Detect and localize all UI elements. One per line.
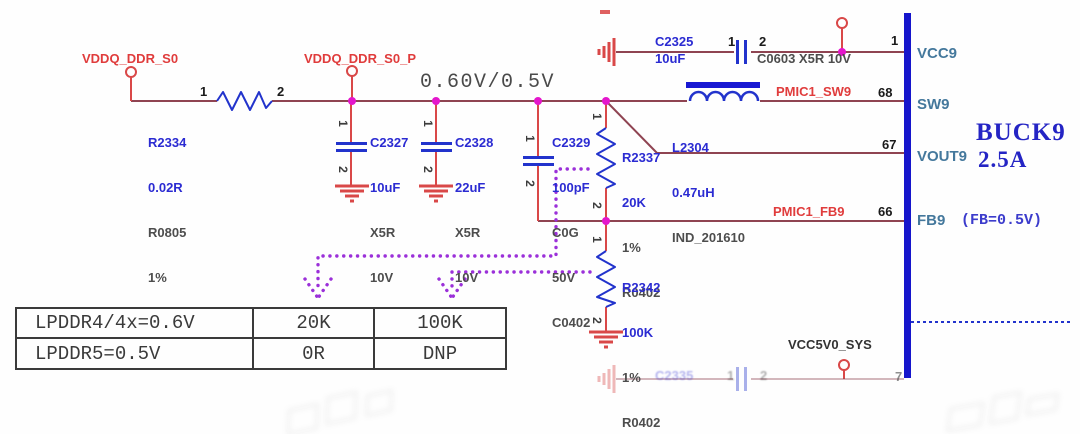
r2337-footprint: R0402 [622,285,661,300]
c2328-dielectric: X5R [455,225,481,240]
r2337-pad1: 1 [589,113,604,120]
ic-pin-number-fb9: 66 [878,204,893,219]
r2337-ref: R2337 [622,150,661,165]
c2329-footprint: C0402 [552,315,591,330]
c2329-value: 100pF [552,180,590,195]
wire [131,51,904,222]
ic-pin-number-vcc9: 1 [891,33,899,48]
net-label-vddq-ddr-s0-p: VDDQ_DDR_S0_P [304,51,416,66]
table-cell-lpddr4: LPDDR4/4x=0.6V [17,309,254,339]
faded-cap-pin2: 2 [760,368,768,383]
c2327-pad1: 1 [335,120,350,127]
ic-pin-name-vcc9: VCC9 [917,45,958,62]
resistor-symbol [216,91,616,308]
net-label-pmic1-sw9: PMIC1_SW9 [776,84,852,99]
c2327-value: 10uF [370,180,401,195]
capacitor-symbol [336,40,747,166]
table-cell-r2337-lpddr4: 20K [254,309,375,339]
buck-name: BUCK9 [976,119,1066,146]
r2342-labels: R2342 100K 1% R0402 [622,250,660,434]
fb-voltage-note: (FB=0.5V) [961,212,1043,229]
net-label-vcc5v0-sys: VCC5V0_SYS [788,337,872,352]
r2334-ref: R2334 [148,135,187,150]
r2342-ref: R2342 [622,280,661,295]
ic-body-bar [904,13,911,378]
table-cell-r2337-lpddr5: 0R [254,339,375,368]
c2329-pad2: 2 [522,180,537,187]
c2329-dielectric: C0G [552,225,579,240]
faded-cap-ref: C2335 [655,368,694,383]
ic-pin-name-fb9: FB9 [917,212,946,229]
r2342-pad2: 2 [589,317,604,324]
inductor-symbol [686,82,760,102]
l2304-value: 0.47uH [672,185,715,200]
table-cell-r2342-lpddr5: DNP [422,342,458,365]
faded-cap-pin1: 1 [727,368,735,383]
c2325-spec: C0603 X5R 10V [757,51,851,66]
r2334-pin2: 2 [277,84,285,99]
r2337-pad2: 2 [589,202,604,209]
c2327-ref: C2327 [370,135,409,150]
r2337-tolerance: 1% [622,240,641,255]
r2334-labels: R2334 0.02R R0805 1% [148,105,186,315]
c2329-voltage: 50V [552,270,576,285]
c2325-pin1: 1 [728,34,736,49]
component-lead [130,28,845,379]
c2328-ref: C2328 [455,135,494,150]
table-cell-r2342-lpddr4: 100K [375,309,505,339]
c2327-pad2: 2 [335,166,350,173]
l2304-ref: L2304 [672,140,709,155]
r2334-tolerance: 1% [148,270,167,285]
net-label-pmic1-fb9: PMIC1_FB9 [773,204,845,219]
voltage-note: 0.60V/0.5V [420,71,556,94]
r2337-labels: R2337 20K 1% R0402 [622,120,660,330]
ground-symbol [335,38,623,349]
r2334-pin1: 1 [200,84,208,99]
c2328-voltage: 10V [455,270,479,285]
r2334-value: 0.02R [148,180,183,195]
ic-pin-number-sw9: 68 [878,85,893,100]
c2329-labels: C2329 100pF C0G 50V C0402 [552,105,590,360]
c2325-value: 10uF [655,51,686,66]
c2328-pad2: 2 [420,166,435,173]
buck-rating: 2.5A [978,147,1028,172]
l2304-footprint: IND_201610 [672,230,745,245]
r2334-footprint: R0805 [148,225,187,240]
table-cell-lpddr5: LPDDR5=0.5V [17,339,254,368]
annotation-arrows [303,167,592,300]
ic-pin-number-vout9: 67 [882,137,897,152]
r2342-value: 100K [622,325,654,340]
junction-dot [348,48,846,225]
ic-pin-name-sw9: SW9 [917,96,950,113]
r2342-pad1: 1 [589,236,604,243]
c2329-ref: C2329 [552,135,591,150]
c2327-dielectric: X5R [370,225,396,240]
faded-next-circuit [597,365,904,393]
c2327-voltage: 10V [370,270,394,285]
c2329-pad1: 1 [522,135,537,142]
r2342-footprint: R0402 [622,415,661,430]
c2328-pad1: 1 [420,120,435,127]
l2304-labels: L2304 0.47uH IND_201610 [672,110,745,275]
r2337-value: 20K [622,195,646,210]
c2325-pin2: 2 [759,34,767,49]
c2328-value: 22uF [455,180,486,195]
ic-pin-number-7: 7 [895,369,903,384]
cutoff-mark [600,10,610,14]
config-table: LPDDR4/4x=0.6V 20K 100K LPDDR5=0.5V 0R D… [15,307,507,370]
c2325-ref: C2325 [655,34,694,49]
net-terminal [125,17,850,371]
ic-pin-name-vout9: VOUT9 [917,148,968,165]
r2342-tolerance: 1% [622,370,641,385]
net-label-vddq-ddr-s0: VDDQ_DDR_S0 [82,51,179,66]
